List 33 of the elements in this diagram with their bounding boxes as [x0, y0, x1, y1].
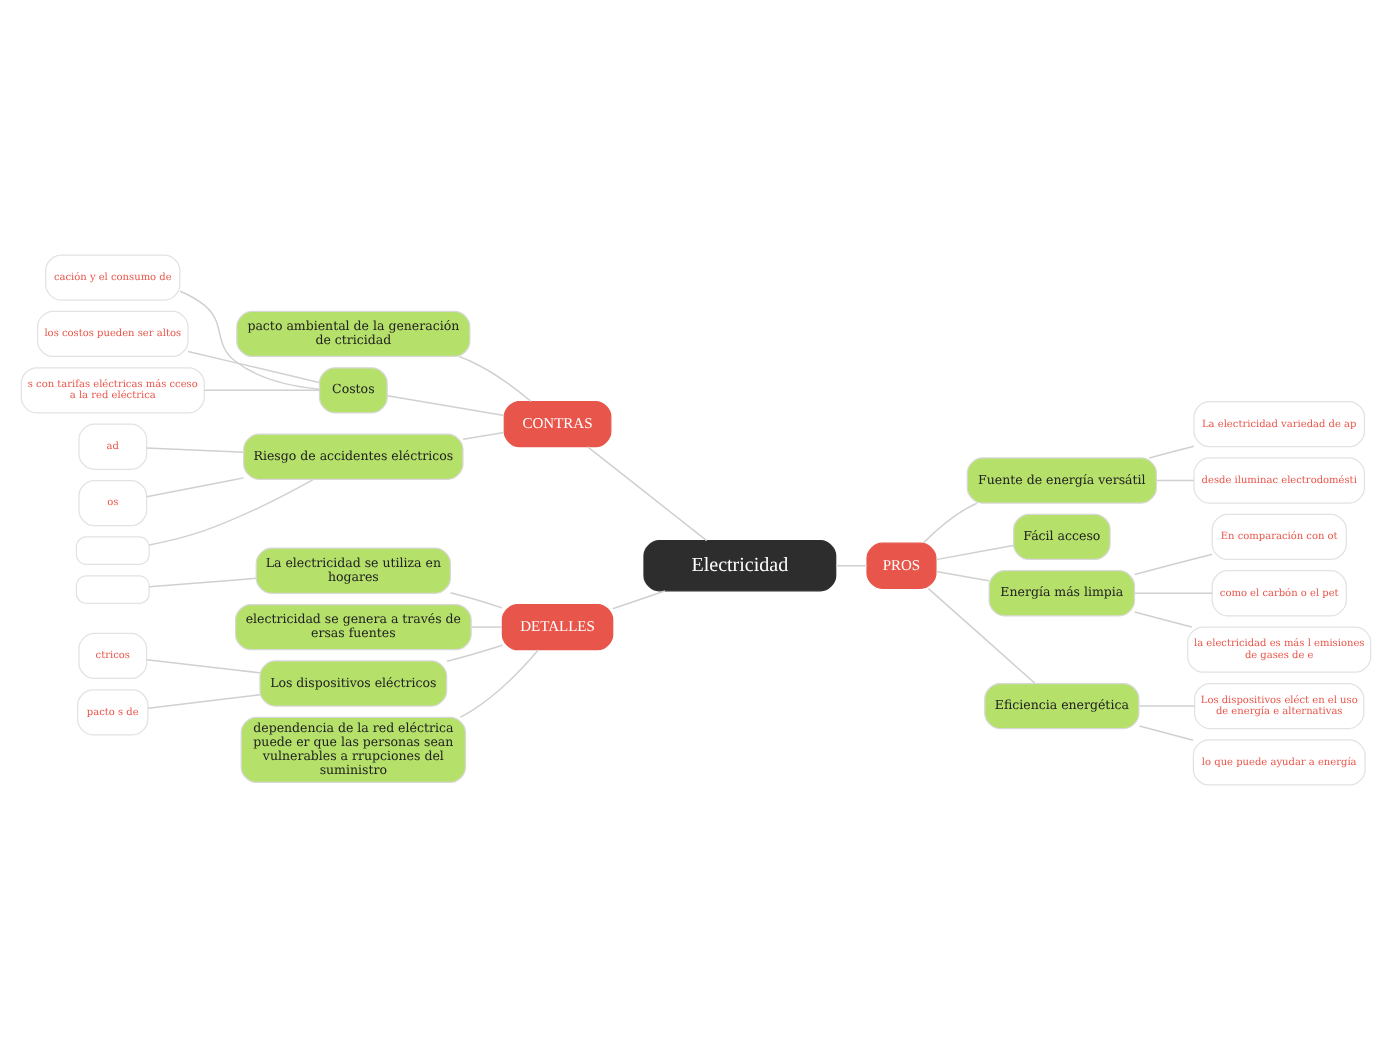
connector — [145, 658, 261, 674]
node-box — [75, 536, 150, 566]
connector — [449, 591, 503, 609]
connector — [148, 478, 314, 546]
connector — [835, 565, 868, 567]
connector — [612, 590, 666, 610]
connector — [386, 395, 505, 417]
connector — [935, 544, 1015, 561]
connector — [179, 290, 321, 390]
connector — [459, 649, 539, 718]
connector — [458, 355, 532, 403]
connector — [1138, 705, 1196, 707]
connector — [203, 389, 320, 392]
connector — [1155, 479, 1195, 482]
connector — [935, 570, 990, 582]
node-box — [75, 575, 150, 604]
connector — [1133, 592, 1213, 595]
connector — [1133, 553, 1213, 576]
connector — [462, 431, 505, 440]
connector — [147, 693, 261, 709]
connector — [148, 577, 257, 588]
connector — [1133, 611, 1193, 628]
node-box: Electricidad — [643, 540, 837, 592]
connector — [145, 477, 245, 498]
connector — [187, 350, 320, 384]
connector — [1138, 725, 1194, 741]
connector — [922, 502, 978, 544]
connector — [927, 587, 1036, 684]
connector — [586, 446, 708, 542]
connector — [470, 626, 503, 628]
connector — [1148, 445, 1195, 459]
connector — [446, 644, 504, 663]
connector — [145, 447, 245, 453]
